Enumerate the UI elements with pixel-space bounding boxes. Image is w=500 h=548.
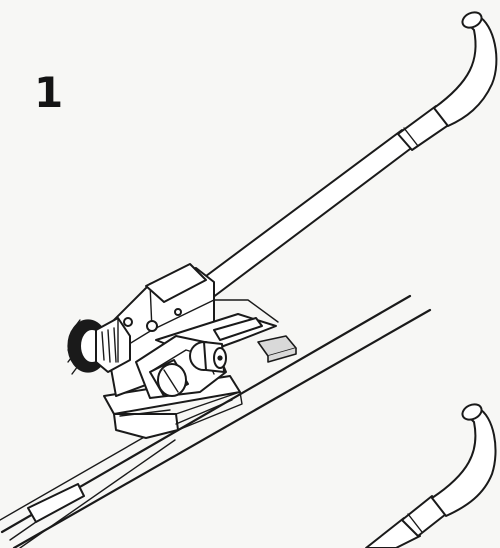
- strap-band: [0, 294, 432, 548]
- side-boss: [189, 341, 227, 373]
- lower-handle: [365, 403, 497, 548]
- ratchet-gear: [67, 317, 131, 375]
- tool-body: [67, 263, 297, 439]
- upper-handle: [197, 11, 498, 299]
- step-number: 1: [34, 68, 64, 117]
- tension-knob: [149, 359, 189, 397]
- cutter-detail: [119, 399, 233, 425]
